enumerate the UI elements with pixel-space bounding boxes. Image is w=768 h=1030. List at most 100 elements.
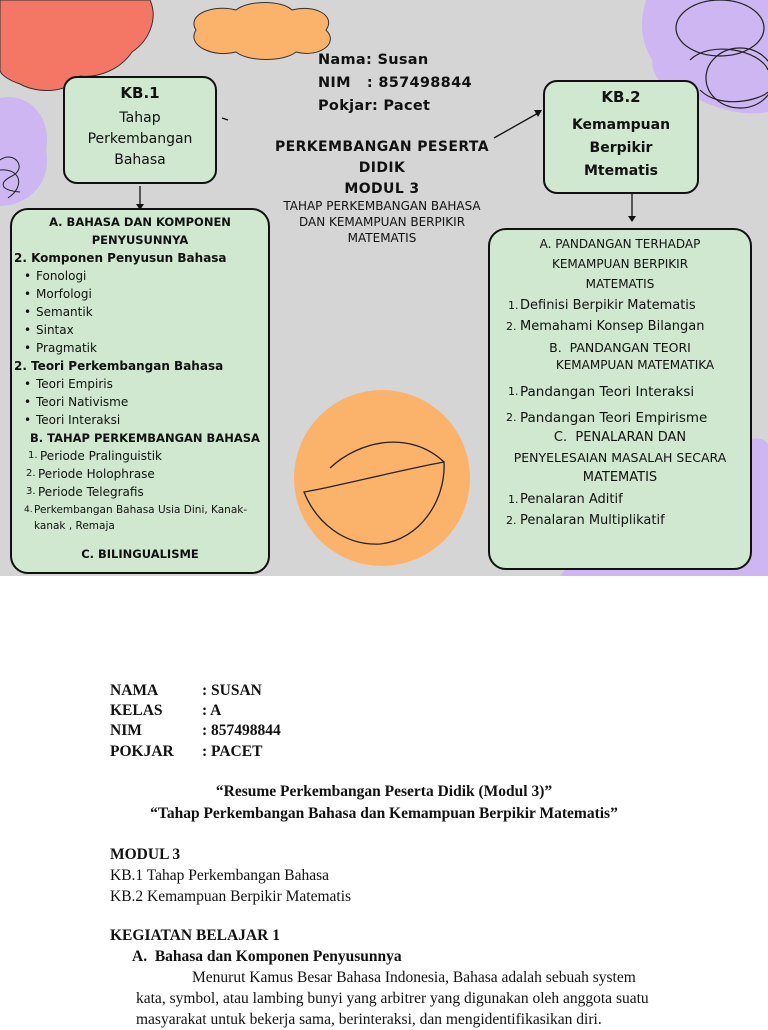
arrow-to-kb2-head [534, 110, 542, 117]
doc-paragraph-line-1: Menurut Kamus Besar Bahasa Indonesia, Ba… [192, 968, 636, 988]
poster-subtitle: TAHAP PERKEMBANGAN BAHASA DAN KEMAMPUAN … [268, 198, 496, 246]
kb1-line-2: Perkembangan [65, 129, 215, 150]
kb2-line-2: Berpikir [545, 137, 697, 160]
header-pokjar: Pokjar: Pacet [318, 98, 430, 114]
list-number: 2. [506, 410, 517, 426]
kb1-label: KB.1 [65, 84, 215, 102]
list-number: 2. [506, 319, 517, 335]
list-number: 3. [26, 484, 36, 500]
right-b-item-2: Pandangan Teori Empirisme [520, 410, 707, 426]
left-heading-a-2: PENYUSUNNYA [12, 232, 268, 248]
kb1-line-3: Bahasa [65, 150, 215, 171]
list-bullet: • [24, 268, 31, 284]
arrow-to-kb1 [222, 118, 228, 120]
right-panel: A. PANDANGAN TERHADAP KEMAMPUAN BERPIKIR… [488, 228, 752, 570]
left-b-item-3: Periode Telegrafis [38, 484, 144, 500]
subtitle-line-3: MATEMATIS [268, 230, 496, 246]
doc-kb1-line: KB.1 Tahap Perkembangan Bahasa [110, 866, 329, 886]
doc-paragraph-line-2: kata, symbol, atau lambing bunyi yang ar… [136, 989, 649, 1009]
meta-value-nama: : SUSAN [202, 681, 262, 701]
orange-cloud-shape [194, 3, 330, 60]
kb1-title: Tahap Perkembangan Bahasa [65, 108, 215, 171]
kb2-label: KB.2 [545, 88, 697, 106]
right-c-item-1: Penalaran Aditif [520, 492, 623, 508]
doc-paragraph-line-3: masyarakat untuk bekerja sama, berintera… [136, 1010, 602, 1030]
left-sub1-item-2: Morfologi [36, 286, 92, 302]
meta-key-nama: NAMA [110, 681, 202, 701]
left-heading-a-1: A. BAHASA DAN KOMPONEN [12, 214, 268, 230]
left-sub1-item-3: Semantik [36, 304, 93, 320]
right-a-item-1: Definisi Berpikir Matematis [520, 298, 696, 314]
right-heading-a-1: A. PANDANGAN TERHADAP [490, 236, 750, 252]
right-heading-c-3: MATEMATIS [490, 470, 750, 486]
mindmap-poster: Nama: Susan NIM : 857498844 Pokjar: Pace… [0, 0, 768, 576]
left-sub2-item-2: Teori Nativisme [36, 394, 128, 410]
poster-title-line-2: DIDIK [268, 158, 496, 178]
arrow-kb2-head [628, 216, 636, 222]
meta-value-nim: : 857498844 [202, 721, 281, 741]
doc-kb2-line: KB.2 Kemampuan Berpikir Matematis [110, 887, 351, 907]
left-b-item-1: Periode Pralinguistik [40, 448, 162, 464]
right-b-item-1: Pandangan Teori Interaksi [520, 384, 694, 400]
poster-title-line-3: MODUL 3 [268, 179, 496, 199]
meta-key-pokjar: POKJAR [110, 742, 202, 762]
left-sub1-item-5: Pragmatik [36, 340, 97, 356]
right-heading-c-2: PENYELESAIAN MASALAH SECARA [490, 450, 750, 466]
doc-title-2: “Tahap Perkembangan Bahasa dan Kemampuan… [0, 804, 768, 824]
right-heading-a-2: KEMAMPUAN BERPIKIR [490, 256, 750, 272]
right-a-item-2: Memahami Konsep Bilangan [520, 319, 705, 335]
kb2-line-3: Mtematis [545, 160, 697, 183]
list-number: 1. [28, 448, 38, 464]
header-nama: Nama: Susan [318, 52, 428, 68]
right-heading-c-1: C. PENALARAN DAN [490, 430, 750, 446]
left-panel: A. BAHASA DAN KOMPONEN PENYUSUNNYA 2. Ko… [10, 208, 270, 574]
left-b-item-4: Perkembangan Bahasa Usia Dini, Kanak- [34, 502, 247, 518]
right-heading-a-3: MATEMATIS [490, 276, 750, 292]
doc-modul-heading: MODUL 3 [110, 845, 180, 865]
list-number: 2. [26, 466, 36, 482]
meta-key-nim: NIM [110, 721, 202, 741]
left-b-item-2: Periode Holophrase [38, 466, 155, 482]
list-bullet: • [24, 412, 31, 428]
subtitle-line-1: TAHAP PERKEMBANGAN BAHASA [268, 198, 496, 214]
doc-subsection-heading: A. Bahasa dan Komponen Penyusunnya [132, 947, 402, 967]
list-bullet: • [24, 286, 31, 302]
kb2-line-1: Kemampuan [545, 114, 697, 137]
right-c-item-2: Penalaran Multiplikatif [520, 513, 665, 529]
left-sub1-item-1: Fonologi [36, 268, 86, 284]
poster-title-line-1: PERKEMBANGAN PESERTA [268, 137, 496, 157]
left-sub1: 2. Komponen Penyusun Bahasa [14, 250, 227, 266]
doc-section-heading: KEGIATAN BELAJAR 1 [110, 926, 280, 946]
meta-value-pokjar: : PACET [202, 742, 262, 762]
list-number: 4. [24, 502, 33, 518]
resume-document: NAMA : SUSAN KELAS : A NIM : 857498844 P… [0, 576, 768, 1024]
doc-title-1: “Resume Perkembangan Peserta Didik (Modu… [0, 782, 768, 802]
list-bullet: • [24, 340, 31, 356]
list-number: 1. [508, 384, 519, 400]
kb1-line-1: Tahap [65, 108, 215, 129]
subtitle-line-2: DAN KEMAMPUAN BERPIKIR [268, 214, 496, 230]
right-heading-b-2: KEMAMPUAN MATEMATIKA [520, 357, 750, 373]
left-sub1-item-4: Sintax [36, 322, 74, 338]
list-number: 2. [506, 513, 517, 529]
left-heading-c: C. BILINGUALISME [12, 546, 268, 562]
list-number: 1. [508, 492, 519, 508]
left-heading-b: B. TAHAP PERKEMBANGAN BAHASA [30, 430, 260, 446]
list-bullet: • [24, 322, 31, 338]
left-sub2-item-1: Teori Empiris [36, 376, 113, 392]
kb2-box: KB.2 Kemampuan Berpikir Mtematis [543, 80, 699, 194]
arrow-to-kb2 [494, 112, 540, 138]
header-nim: NIM : 857498844 [318, 75, 472, 91]
left-sub2: 2. Teori Perkembangan Bahasa [14, 358, 223, 374]
kb2-title: Kemampuan Berpikir Mtematis [545, 114, 697, 183]
meta-key-kelas: KELAS [110, 701, 202, 721]
kb1-box: KB.1 Tahap Perkembangan Bahasa [63, 76, 217, 184]
meta-value-kelas: : A [202, 701, 221, 721]
list-bullet: • [24, 376, 31, 392]
right-heading-b-1: B. PANDANGAN TEORI [490, 340, 750, 356]
left-sub2-item-3: Teori Interaksi [36, 412, 120, 428]
list-number: 1. [508, 298, 519, 314]
list-bullet: • [24, 394, 31, 410]
left-b-item-4-cont: kanak , Remaja [34, 518, 115, 534]
list-bullet: • [24, 304, 31, 320]
